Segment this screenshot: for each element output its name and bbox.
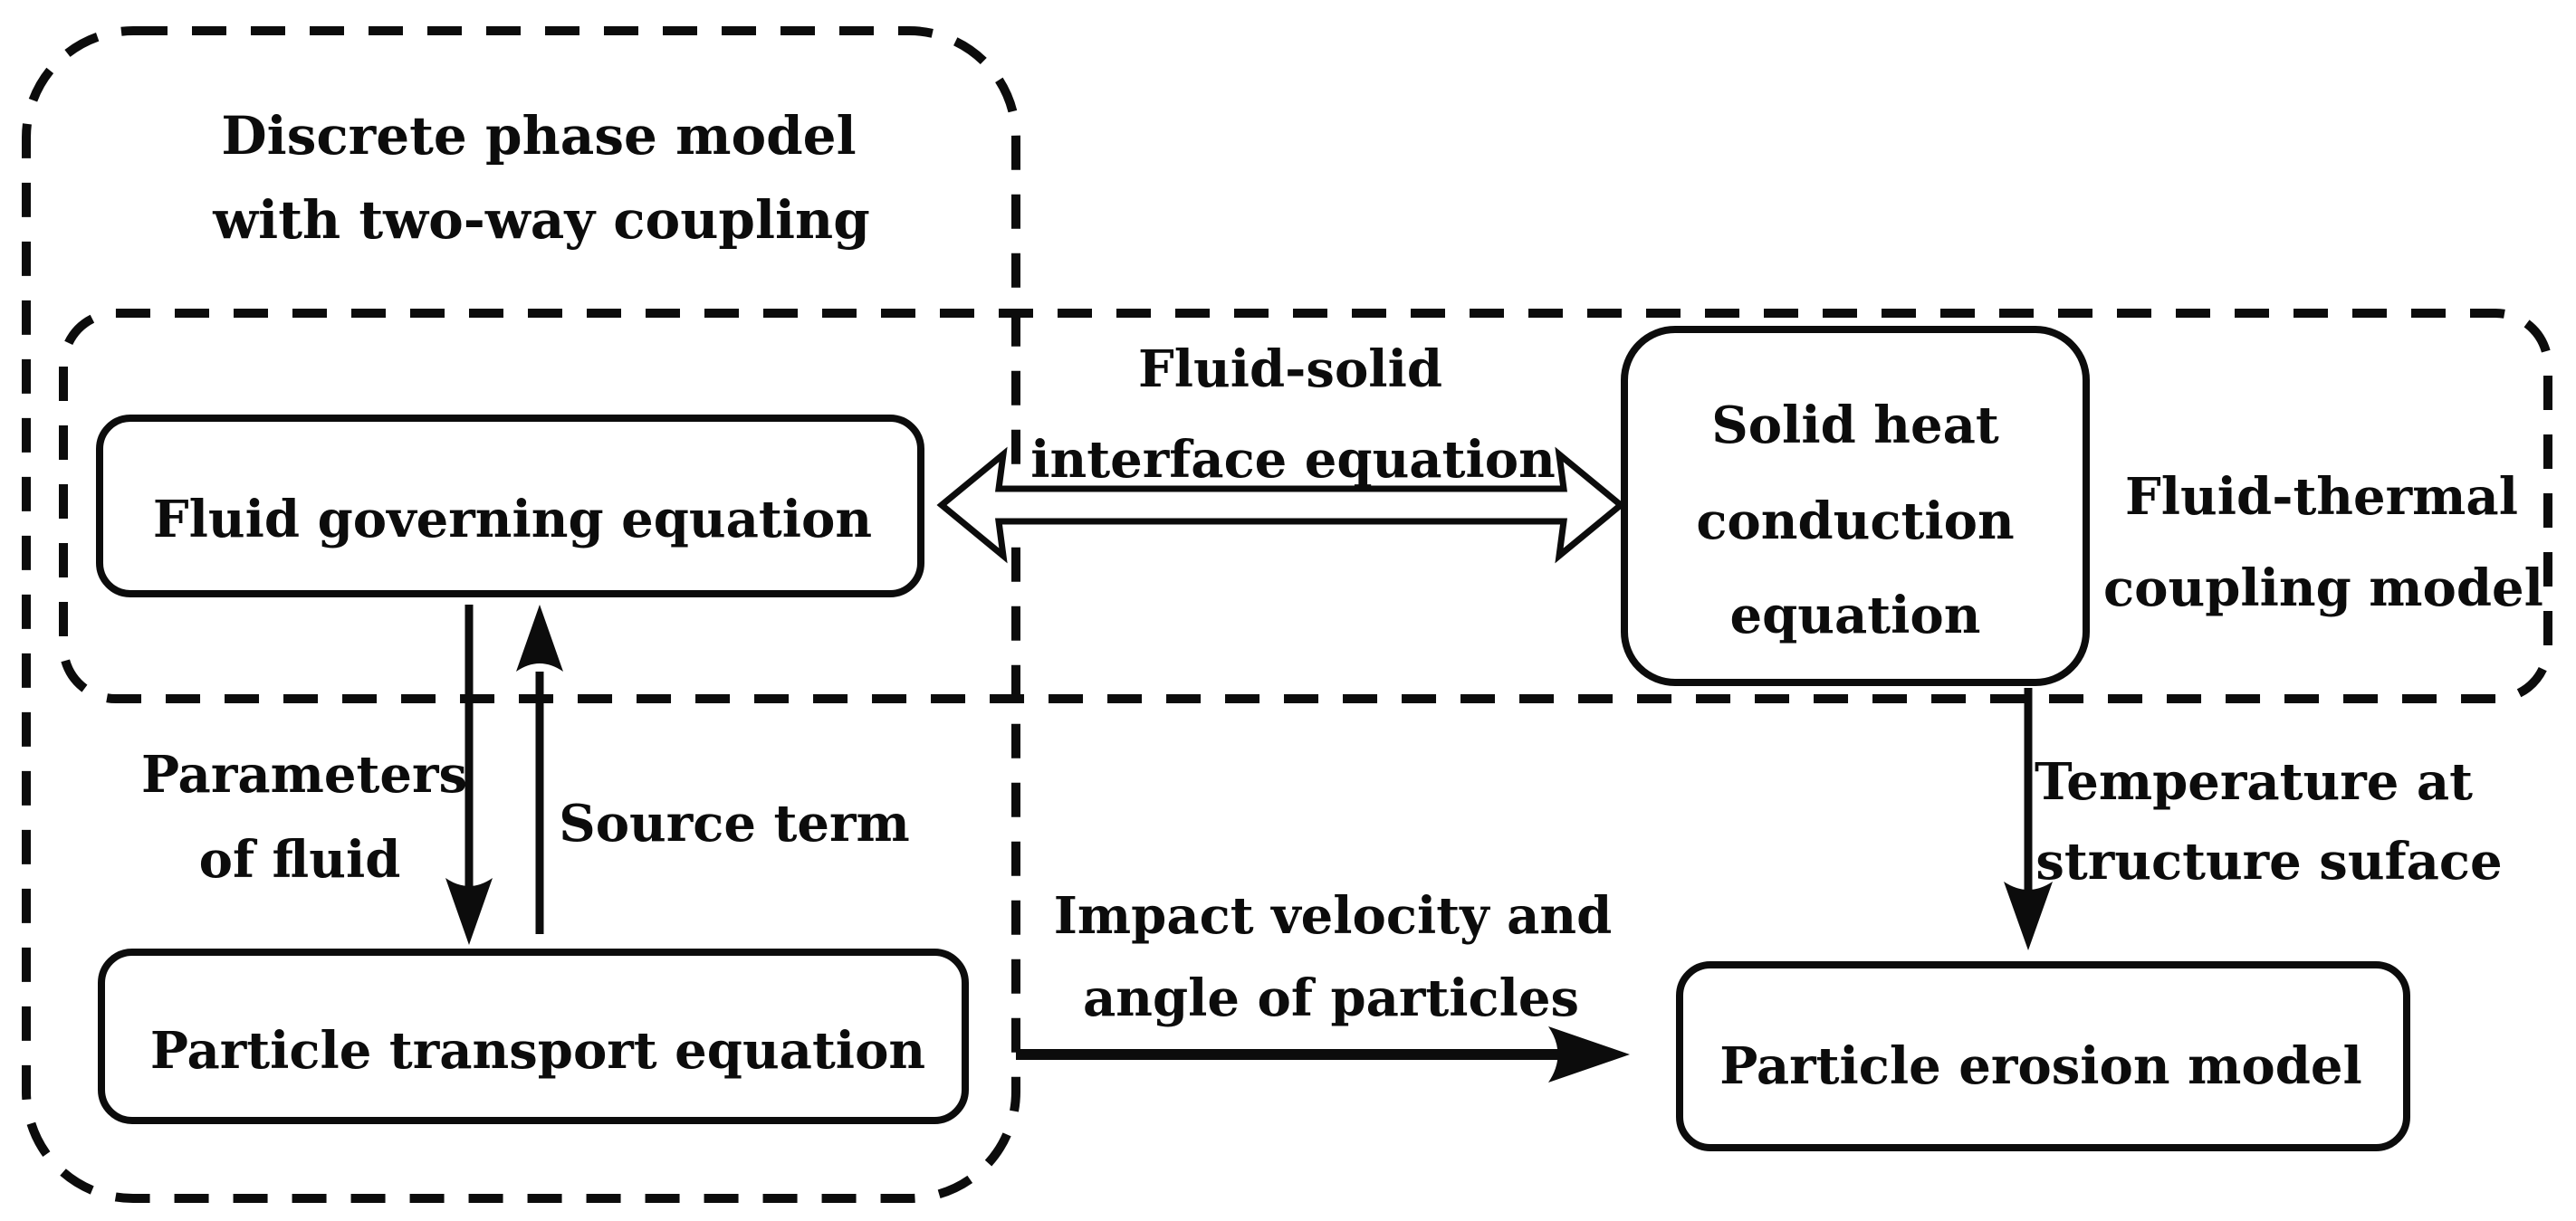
fluid-thermal-title-line2: coupling model xyxy=(2103,558,2543,618)
parameters-of-fluid-label-line2: of fluid xyxy=(198,830,401,890)
solid-heat-label-line2: conduction xyxy=(1696,491,2015,551)
solid-heat-label-line1: Solid heat xyxy=(1711,396,1999,455)
particle-erosion-model-box xyxy=(1676,961,2410,1151)
particle-transport-equation-label: Particle transport equation xyxy=(149,1021,926,1081)
temperature-label-line1: Temperature at xyxy=(2034,752,2474,812)
fluid-solid-label-line2: interface equation xyxy=(1030,430,1556,490)
discrete-phase-title-line2: with two-way coupling xyxy=(213,189,870,251)
impact-velocity-arrowhead xyxy=(1548,1026,1630,1083)
fluid-solid-label-line1: Fluid-solid xyxy=(1138,339,1442,399)
source-term-arrowhead xyxy=(516,605,563,672)
fluid-governing-equation-label: Fluid governing equation xyxy=(152,490,873,549)
source-term-label: Source term xyxy=(559,794,910,854)
temperature-arrowhead xyxy=(2004,882,2053,950)
impact-velocity-label-line1: Impact velocity and xyxy=(1053,886,1613,946)
impact-velocity-label-line2: angle of particles xyxy=(1082,968,1580,1028)
fluid-thermal-title-line1: Fluid-thermal xyxy=(2125,467,2518,527)
parameters-of-fluid-arrowhead xyxy=(445,878,493,945)
temperature-label-line2: structure suface xyxy=(2035,832,2503,892)
solid-heat-label-line3: equation xyxy=(1729,586,1981,645)
particle-erosion-model-label: Particle erosion model xyxy=(1719,1036,2362,1096)
discrete-phase-title-line1: Discrete phase model xyxy=(221,105,857,167)
parameters-of-fluid-label-line1: Parameters xyxy=(140,745,468,805)
